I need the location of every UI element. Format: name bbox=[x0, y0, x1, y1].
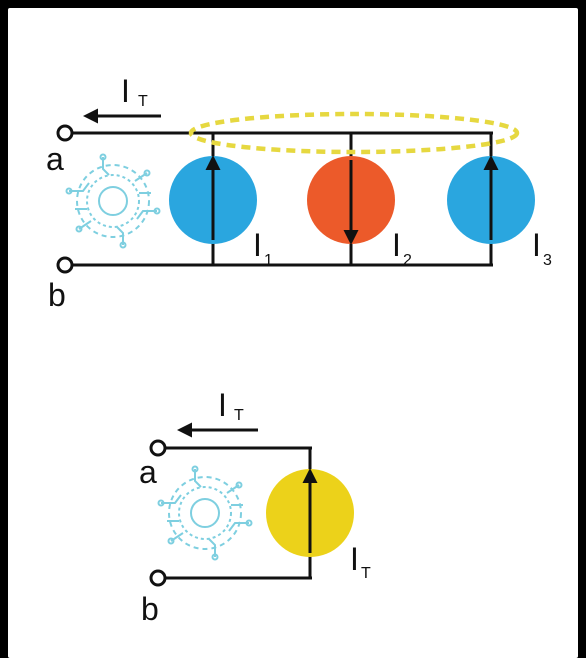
parallel-current-sources-diagram: I T a b I 1 bbox=[46, 73, 552, 627]
bottom-terminal-b-label: b bbox=[141, 591, 159, 627]
source-1-subscript: 1 bbox=[264, 252, 273, 269]
top-total-current-label: I bbox=[121, 73, 130, 109]
source-3-subscript: 3 bbox=[543, 252, 552, 269]
equivalent-source-subscript: T bbox=[361, 565, 371, 582]
current-source-3 bbox=[447, 155, 535, 244]
circuit-chip-icon bbox=[157, 465, 253, 561]
source-2-subscript: 2 bbox=[403, 252, 412, 269]
terminal-b-label: b bbox=[48, 277, 66, 313]
bottom-terminal-a-label: a bbox=[139, 454, 157, 490]
current-source-2 bbox=[307, 156, 395, 245]
terminal-a-label: a bbox=[46, 141, 64, 177]
terminal-a-node bbox=[56, 124, 74, 142]
equivalent-current-source bbox=[266, 468, 354, 557]
source-2-label: I bbox=[392, 227, 401, 263]
current-source-1 bbox=[169, 155, 257, 244]
source-1-label: I bbox=[253, 227, 262, 263]
diagram-panel: I T a b I 1 bbox=[8, 8, 578, 658]
bottom-terminal-a-node bbox=[149, 439, 167, 457]
top-circuit: I T a b I 1 bbox=[46, 73, 552, 313]
bottom-circuit: I T a b I T bbox=[139, 387, 371, 627]
equivalent-source-label: I bbox=[350, 541, 359, 577]
bottom-total-current-label: I bbox=[218, 387, 227, 423]
bottom-terminal-b-node bbox=[149, 569, 167, 587]
bottom-total-current-subscript: T bbox=[234, 407, 244, 424]
top-total-current-subscript: T bbox=[138, 93, 148, 110]
terminal-b-node bbox=[56, 256, 74, 274]
source-3-label: I bbox=[532, 227, 541, 263]
circuit-chip-icon bbox=[65, 153, 161, 249]
equivalence-ellipse bbox=[188, 111, 520, 155]
